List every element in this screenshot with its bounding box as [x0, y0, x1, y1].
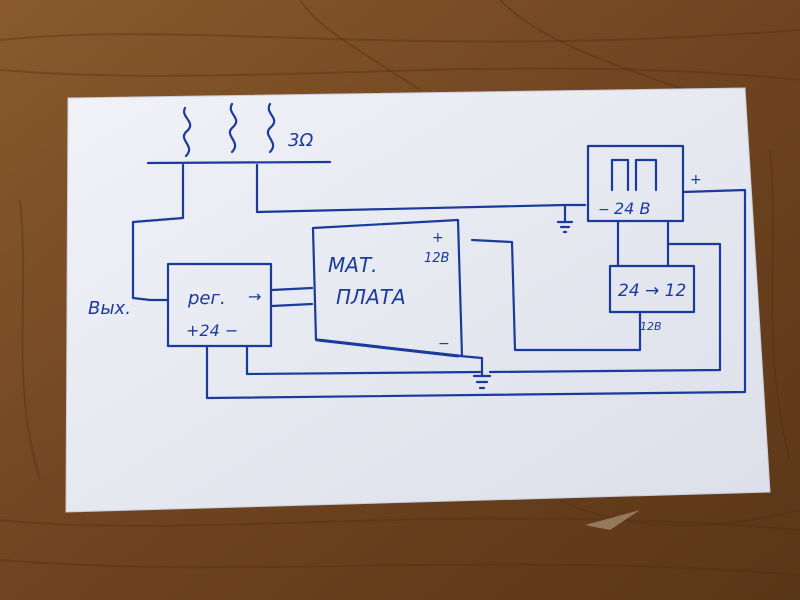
power-supply-box	[586, 144, 685, 223]
supply-voltage-label: 24 В	[614, 199, 650, 218]
mb-voltage-label: 12В	[424, 251, 450, 266]
converter-output-label: 12В	[640, 320, 662, 333]
reg-to-mb-line-1	[270, 286, 314, 292]
left-drop-wire	[131, 163, 185, 302]
converter-12v-wire	[470, 238, 642, 352]
motherboard-label-line1: МАТ.	[328, 253, 378, 277]
ground-symbol-icon	[556, 203, 574, 234]
psu-plus-wire	[205, 188, 747, 400]
resistor-label: 3Ω	[288, 130, 313, 151]
converter-box	[608, 264, 696, 314]
reg-to-mb-line-2	[270, 302, 314, 308]
labels: 3Ω 24 В + − МАТ. ПЛАТА + 12В − рег. → +2…	[88, 130, 702, 352]
regulator-box	[166, 262, 273, 348]
wood-knot	[585, 510, 640, 530]
psu-pulse-icon	[610, 158, 658, 192]
mb-minus-label: −	[438, 336, 450, 352]
heater-coils-icon	[182, 102, 276, 158]
circuit-drawing	[131, 102, 747, 400]
regulator-arrow-label: →	[248, 287, 261, 306]
supply-minus-label: −	[598, 202, 610, 218]
paper-card	[65, 87, 771, 513]
reg-minus-wire	[245, 344, 482, 376]
right-drop-wire	[255, 163, 587, 214]
output-label: Вых.	[88, 298, 131, 319]
wood-grain	[0, 0, 800, 576]
coil-bus-line	[146, 160, 332, 165]
mb-minus-wire	[458, 354, 484, 378]
mb-plus-label: +	[432, 230, 444, 246]
regulator-input-label: +24 −	[186, 321, 238, 340]
supply-plus-label: +	[690, 172, 702, 188]
mb-ground-icon	[472, 374, 492, 390]
regulator-label: рег.	[187, 288, 226, 309]
converter-label: 24 → 12	[618, 281, 686, 301]
psu-to-converter-right	[488, 220, 722, 374]
motherboard-label-line2: ПЛАТА	[336, 285, 406, 309]
motherboard-bottom-stroke	[316, 338, 460, 358]
